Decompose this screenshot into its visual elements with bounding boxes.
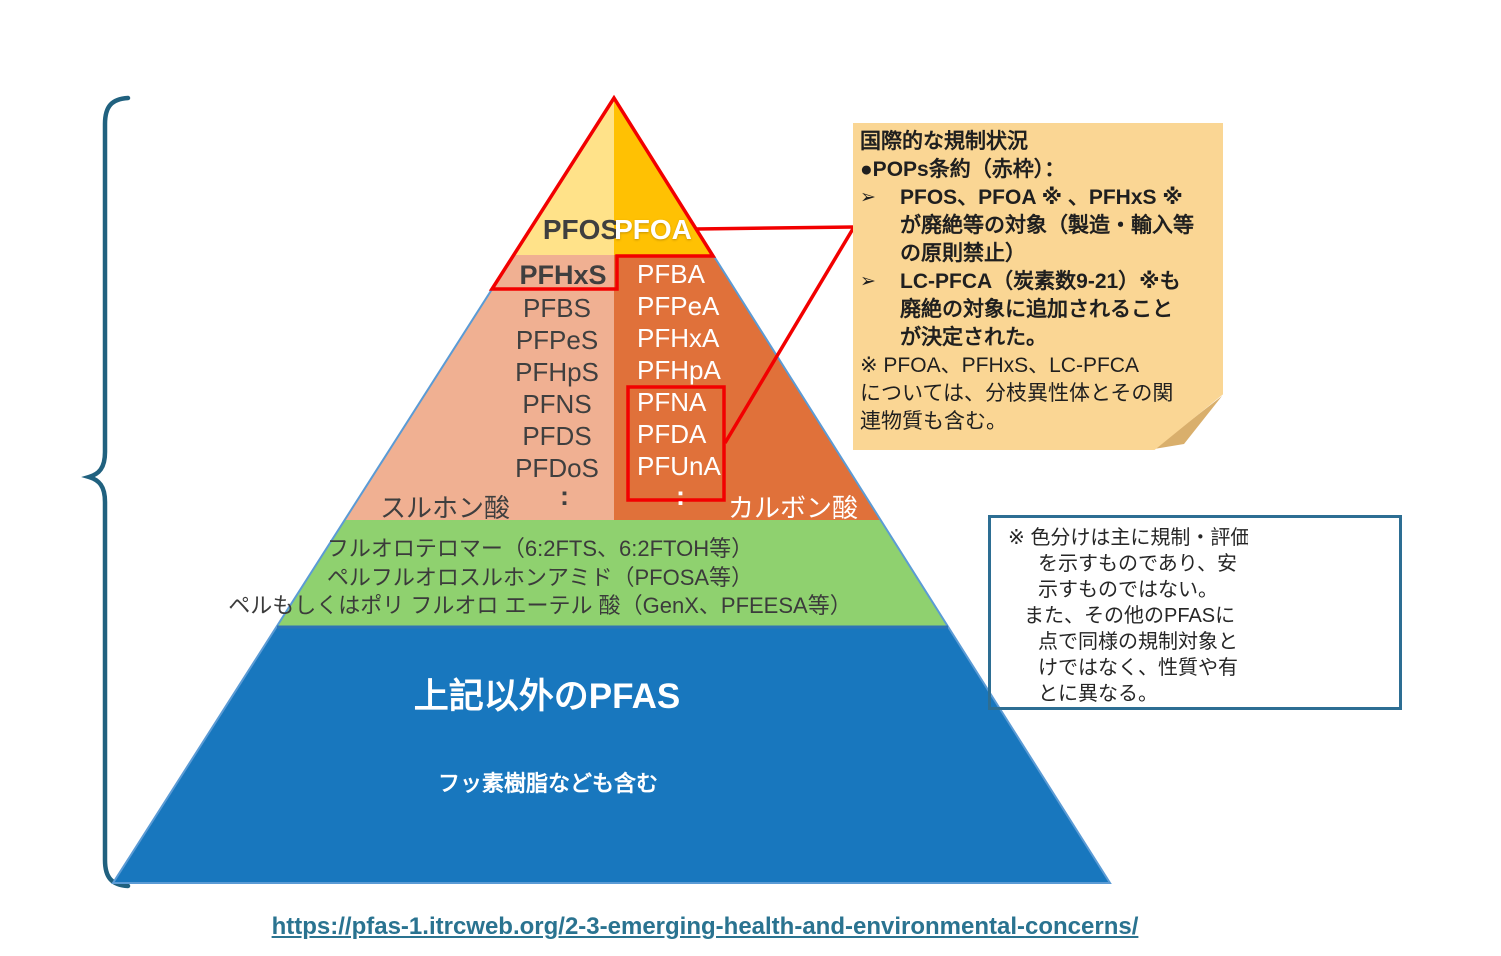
pfhxs-label: PFHxS: [519, 260, 607, 290]
note-line: とに異なる。: [1038, 683, 1158, 705]
note-line: を示すものであり、安: [1038, 553, 1237, 575]
list-item: PFPeS: [515, 325, 599, 355]
pfos-label: PFOS: [542, 214, 620, 245]
bullet-arrow-icon: ➢: [860, 187, 876, 208]
bullet-line: LC-PFCA（炭素数9-21）※も: [900, 270, 1181, 293]
regulation-bullet-2: ➢ LC-PFCA（炭素数9-21）※も 廃絶の対象に追加されること が決定され…: [860, 268, 1216, 352]
bullet-arrow-icon: ➢: [860, 271, 876, 292]
list-item: PFBA: [637, 259, 705, 289]
band-line: ペルフルオロスルホンアミド（PFOSA等）: [326, 564, 754, 590]
carboxylic-acid-label: カルボン酸: [728, 493, 859, 523]
list-item: PFHpS: [515, 357, 599, 387]
note-line: ※ 色分けは主に規制・評価: [1008, 527, 1248, 549]
list-item: PFNS: [522, 389, 592, 419]
red-connector-lower: [723, 226, 856, 444]
pfoa-label: PFOA: [614, 214, 692, 245]
note-line: けではなく、性質や有: [1038, 657, 1238, 679]
regulation-footnote: ※ PFOA、PFHxS、LC-PFCA については、分枝異性体とその関 連物質…: [860, 352, 1216, 436]
color-coding-note-text: ※ 色分けは主に規制・評価 を示すものであり、安 示すものではない。 また、その…: [1008, 525, 1248, 707]
pyramid-outline: [111, 96, 1112, 884]
footnote-line: ※ PFOA、PFHxS、LC-PFCA: [860, 354, 1139, 377]
carboxylate-list: PFBA PFPeA PFHxA PFHpA PFNA PFDA PFUnA: [637, 258, 721, 482]
bullet-line: の原則禁止）: [900, 242, 1026, 265]
pyramid-carboxylic-band: [614, 255, 881, 520]
list-item: PFDS: [522, 421, 592, 451]
red-connector-upper: [695, 225, 855, 231]
bullet-line: 廃絶の対象に追加されること: [900, 298, 1173, 321]
regulation-note-title: 国際的な規制状況: [860, 130, 1028, 153]
sulfonate-list: PFBS PFPeS PFHpS PFNS PFDS PFDoS: [515, 292, 599, 484]
regulation-note: 国際的な規制状況 ●POPs条約（赤枠）： ➢ PFOS、PFOA ※ 、PFH…: [853, 123, 1223, 450]
bullet-line: が決定された。: [900, 326, 1047, 349]
list-item: PFBS: [523, 293, 591, 323]
bullet-line: PFOS、PFOA ※ 、PFHxS ※: [900, 186, 1183, 209]
pyramid-other-pfas-band: [113, 627, 1110, 883]
footnote-line: 連物質も含む。: [860, 410, 1007, 433]
list-item: PFUnA: [637, 451, 721, 481]
source-url-link[interactable]: https://pfas-1.itrcweb.org/2-3-emerging-…: [271, 913, 1139, 940]
regulation-bullet-1: ➢ PFOS、PFOA ※ 、PFHxS ※ が廃絶等の対象（製造・輸入等 の原…: [860, 184, 1216, 268]
color-coding-note: ※ 色分けは主に規制・評価 を示すものであり、安 示すものではない。 また、その…: [988, 515, 1402, 710]
note-line: 点で同様の規制対象と: [1038, 631, 1238, 653]
list-item: PFHpA: [637, 355, 721, 385]
other-pfas-subtitle: フッ素樹脂なども含む: [437, 771, 659, 796]
list-item: PFPeA: [637, 291, 720, 321]
regulation-note-text: 国際的な規制状況 ●POPs条約（赤枠）： ➢ PFOS、PFOA ※ 、PFH…: [860, 128, 1216, 436]
footnote-line: については、分枝異性体とその関: [860, 382, 1174, 405]
left-curly-brace: [81, 95, 131, 889]
band-line: ペルもしくはポリ フルオロ エーテル 酸（GenX、PFEESA等）: [228, 593, 852, 618]
fluorotelomer-band-text: フルオロテロマー（6:2FTS、6:2FTOH等） ペルフルオロスルホンアミド（…: [228, 535, 851, 621]
list-item: PFNA: [637, 387, 707, 417]
sulfonic-acid-label: スルホン酸: [380, 493, 511, 523]
band-line: フルオロテロマー（6:2FTS、6:2FTOH等）: [326, 536, 754, 561]
sulfonate-ellipsis: :: [560, 481, 569, 511]
pyramid-sulfonic-band: [345, 255, 614, 520]
regulation-note-subtitle: ●POPs条約（赤枠）：: [860, 158, 1066, 181]
note-line: 示すものではない。: [1038, 579, 1218, 601]
bullet-line: が廃絶等の対象（製造・輸入等: [900, 214, 1194, 237]
note-line: また、その他のPFASに: [1024, 605, 1236, 627]
pops-red-box-pfca: [626, 385, 726, 502]
other-pfas-title: 上記以外のPFAS: [413, 677, 681, 716]
list-item: PFHxA: [637, 323, 720, 353]
pyramid-fluorotelomer-band: [277, 520, 948, 627]
list-item: PFDA: [637, 419, 707, 449]
list-item: PFDoS: [515, 453, 599, 483]
carboxylate-ellipsis: :: [676, 481, 685, 511]
